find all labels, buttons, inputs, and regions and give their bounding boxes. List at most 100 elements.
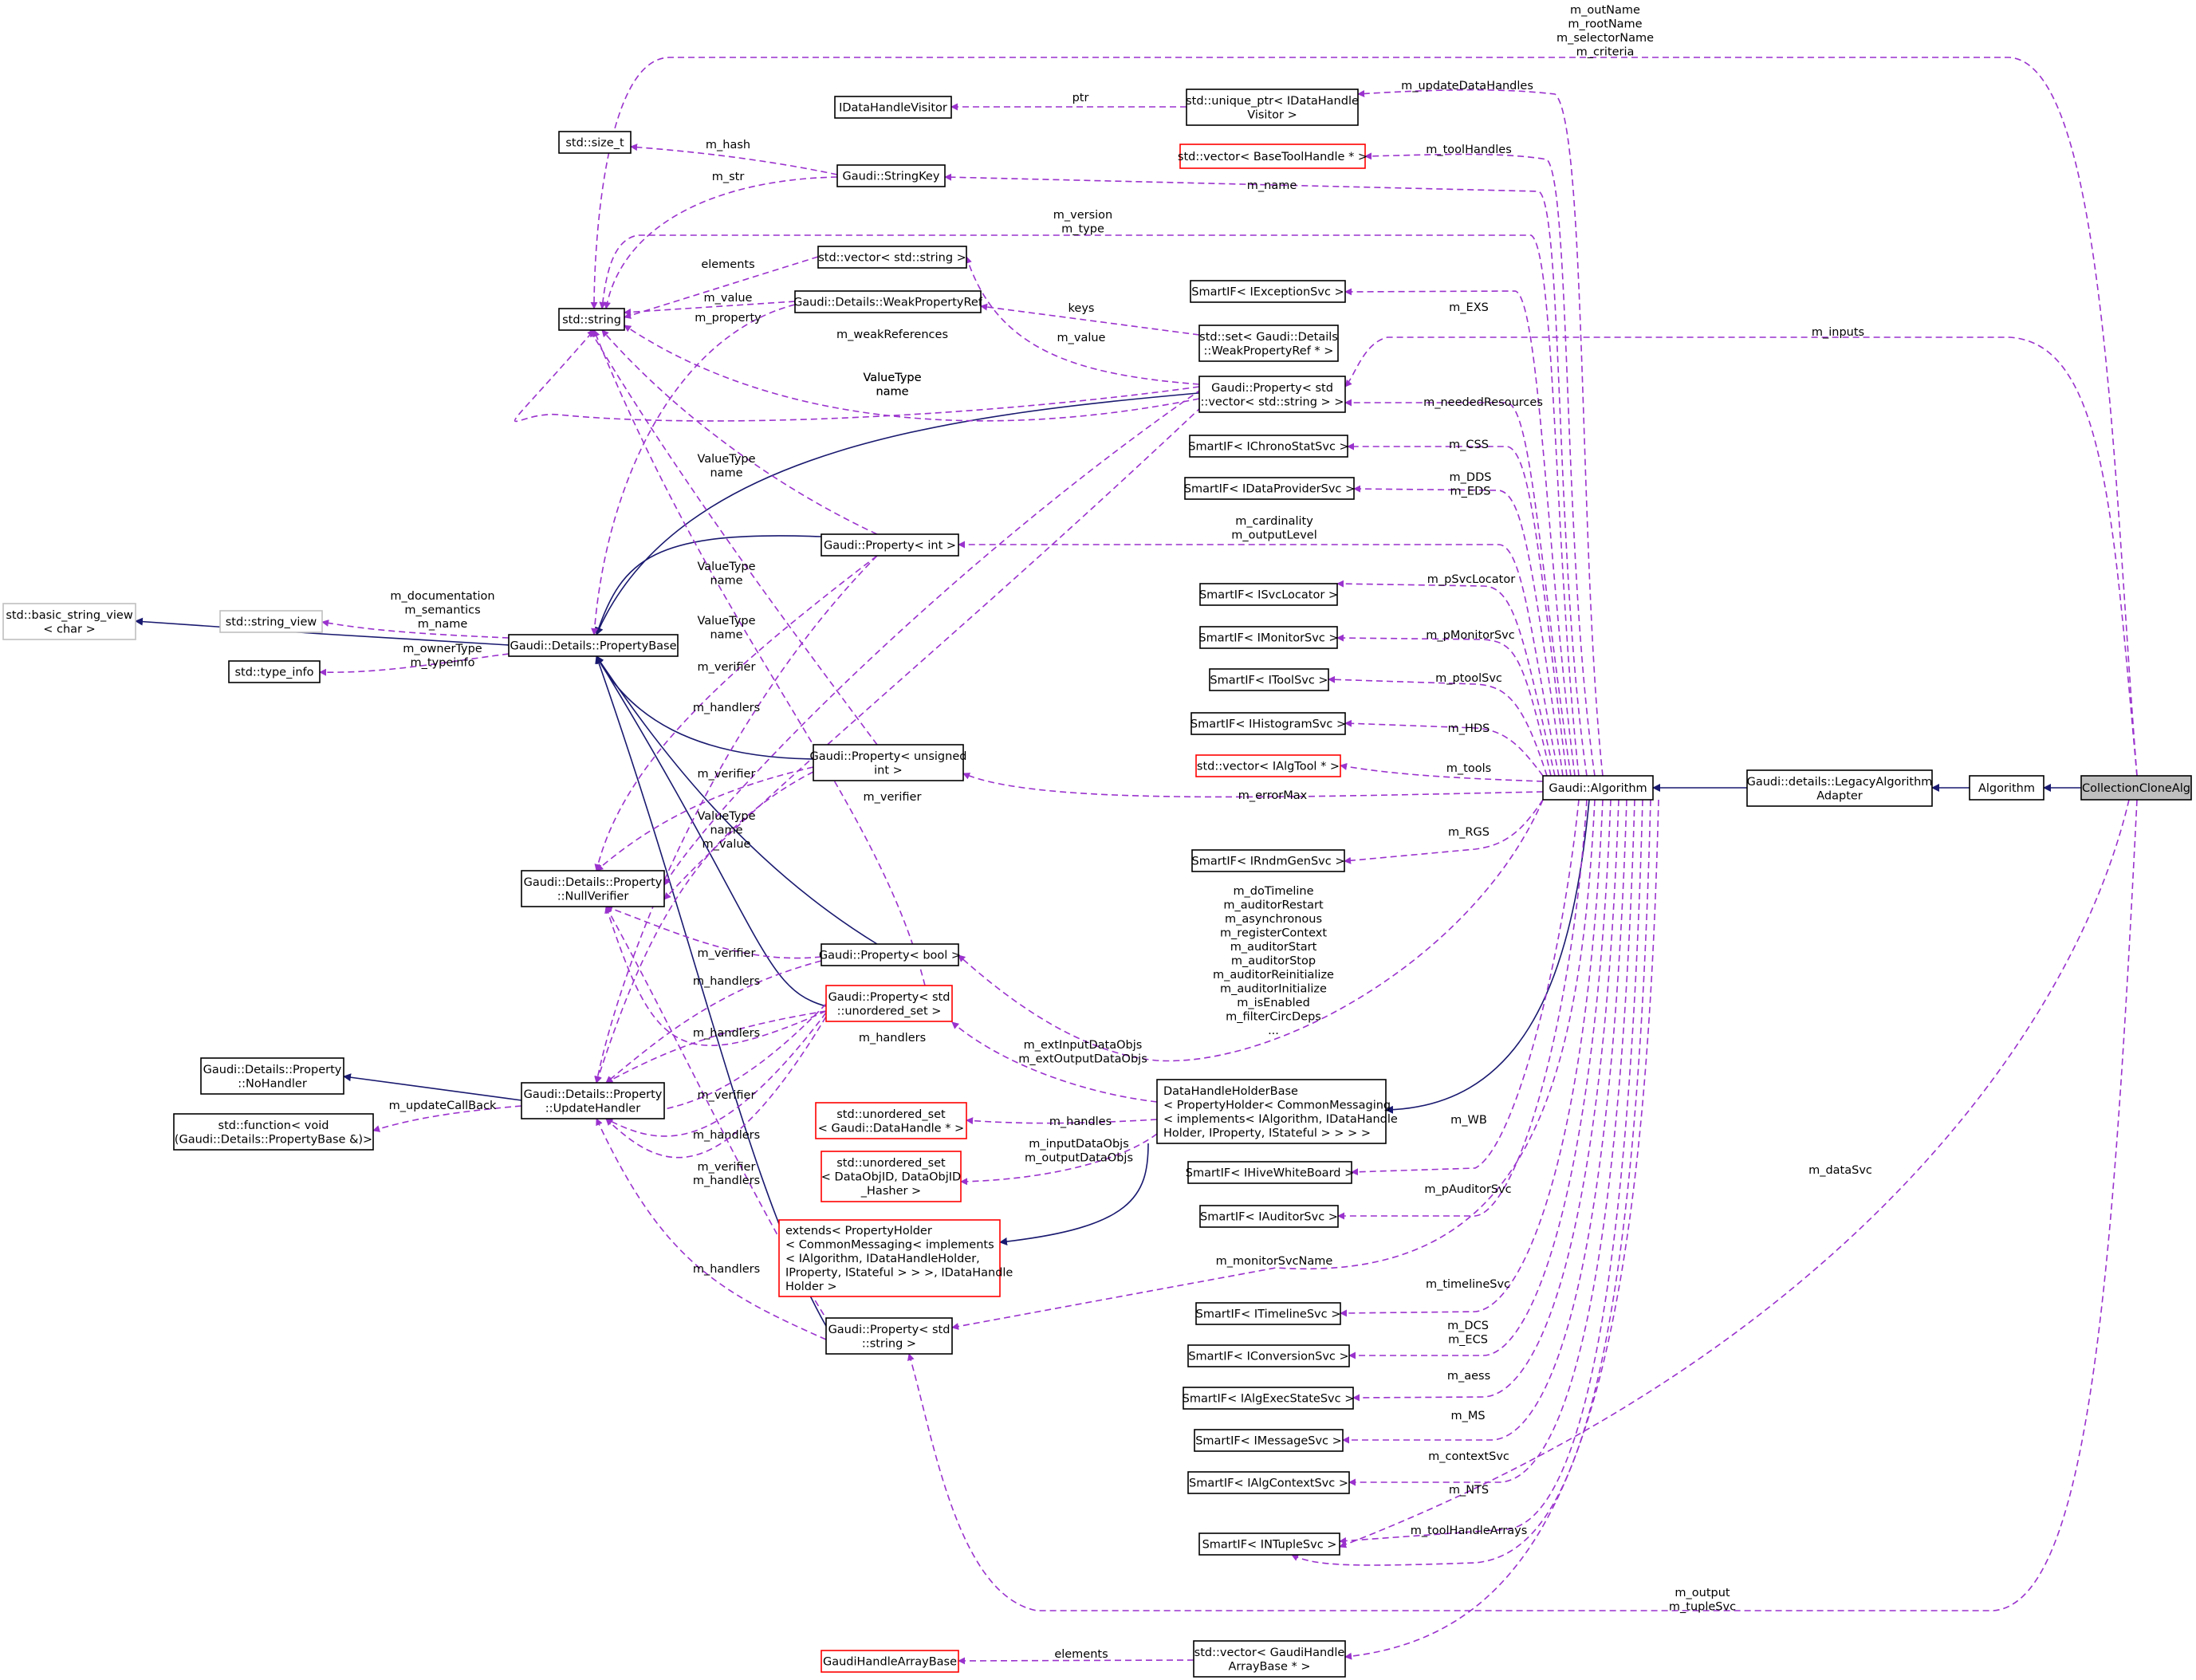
node-property-base[interactable]: Gaudi::Details::PropertyBase xyxy=(508,634,679,657)
node-label: CollectionCloneAlg xyxy=(2082,782,2190,795)
node-smart-ifsvc-locator[interactable]: SmartIF< ISvcLocator > xyxy=(1199,583,1338,606)
node-gaudi-algorithm[interactable]: Gaudi::Algorithm xyxy=(1542,775,1654,801)
edge-label-handles: m_handles xyxy=(1049,1115,1112,1128)
usage-edge xyxy=(1351,799,1580,1176)
node-algorithm[interactable]: Algorithm xyxy=(1969,775,2044,801)
node-property-vector-string[interactable]: Gaudi::Property< std::vector< std::strin… xyxy=(1198,376,1346,413)
node-label: std::string xyxy=(562,314,621,327)
node-no-handler[interactable]: Gaudi::Details::Property::NoHandler xyxy=(200,1057,344,1095)
node-data-handle-holder-base[interactable]: DataHandleHolderBase< PropertyHolder< Co… xyxy=(1156,1079,1398,1144)
node-smart-iftimeline-svc[interactable]: SmartIF< ITimelineSvc > xyxy=(1195,1302,1341,1325)
node-stdstring[interactable]: std::string xyxy=(558,308,625,331)
edge-label-line: m_filterCircDeps xyxy=(1226,1011,1321,1024)
edge-label-line: m_criteria xyxy=(1576,46,1635,59)
node-vector-ialg-tool[interactable]: std::vector< IAlgTool * > xyxy=(1195,754,1341,777)
edge-label-line: m_aess xyxy=(1447,1370,1490,1383)
node-label: Visitor > xyxy=(1247,108,1297,121)
edge-label-line: m_pSvcLocator xyxy=(1427,573,1515,586)
edge-label-line: m_verifier xyxy=(864,791,922,804)
node-smart-ifalg-context-svc[interactable]: SmartIF< IAlgContextSvc > xyxy=(1187,1471,1350,1494)
node-property-string[interactable]: Gaudi::Property< std::string > xyxy=(825,1317,953,1355)
node-box xyxy=(815,1102,967,1139)
edge-path xyxy=(1336,634,1552,777)
usage-edge xyxy=(958,799,1544,1062)
node-collection-clone-alg[interactable]: CollectionCloneAlg xyxy=(2080,775,2192,801)
node-box xyxy=(1187,1344,1350,1367)
edge-path xyxy=(630,144,838,175)
node-null-verifier[interactable]: Gaudi::Details::Property::NullVerifier xyxy=(521,870,665,907)
node-smart-ifauditor-svc[interactable]: SmartIF< IAuditorSvc > xyxy=(1199,1205,1339,1228)
edge-path xyxy=(907,799,2138,1611)
node-string_view[interactable]: std::string_view xyxy=(219,610,323,633)
node-label: Gaudi::Details::Property xyxy=(203,1064,342,1076)
node-vector-gaudi-handle-array-base[interactable]: std::vector< GaudiHandleArrayBase * > xyxy=(1193,1640,1346,1678)
edge-label-handlers7: m_handlers xyxy=(693,1263,760,1276)
node-idata-handle-visitor[interactable]: IDataHandleVisitor xyxy=(834,96,952,119)
node-label: SmartIF< IMonitorSvc > xyxy=(1198,632,1338,645)
edge-label-weak-references: m_weakReferences xyxy=(836,329,948,341)
node-box xyxy=(1209,668,1329,691)
node-smart-ifmonitor-svc[interactable]: SmartIF< IMonitorSvc > xyxy=(1198,626,1339,649)
node-vector-base-tool-handle[interactable]: std::vector< BaseToolHandle * > xyxy=(1178,144,1368,169)
node-smart-ifrndm-gen-svc[interactable]: SmartIF< IRndmGenSvc > xyxy=(1191,849,1345,872)
edge-label-wb: m_WB xyxy=(1450,1114,1487,1127)
node-smart-iftool-svc[interactable]: SmartIF< IToolSvc > xyxy=(1209,668,1329,691)
usage-edge xyxy=(1342,799,1627,1444)
node-smart-ifalg-exec-state-svc[interactable]: SmartIF< IAlgExecStateSvc > xyxy=(1183,1387,1355,1410)
usage-edge xyxy=(1291,799,1651,1566)
node-box xyxy=(834,96,952,119)
node-update-handler[interactable]: Gaudi::Details::Property::UpdateHandler xyxy=(521,1082,665,1119)
node-set-weak-property-ref[interactable]: std::set< Gaudi::Details::WeakPropertyRe… xyxy=(1198,325,1339,362)
node-stdfunction[interactable]: std::function< void(Gaudi::Details::Prop… xyxy=(173,1113,374,1151)
node-property-bool[interactable]: Gaudi::Property< bool > xyxy=(819,943,961,966)
edge-label-line: m_contextSvc xyxy=(1428,1450,1509,1463)
edge-label-line: m_outputDataObjs xyxy=(1025,1152,1133,1165)
node-gaudi-handle-array-base[interactable]: GaudiHandleArrayBase xyxy=(821,1650,959,1673)
usage-edge xyxy=(599,234,1580,777)
node-box xyxy=(817,246,967,269)
node-unordered-set-data-obj-id[interactable]: std::unordered_set< DataObjID, DataObjID… xyxy=(821,1151,962,1202)
node-property-unordered-set[interactable]: Gaudi::Property< std::unordered_set > xyxy=(825,985,953,1022)
node-label: ::unordered_set > xyxy=(837,1005,942,1017)
node-type_info[interactable]: std::type_info xyxy=(228,660,321,683)
node-smart-ifconversion-svc[interactable]: SmartIF< IConversionSvc > xyxy=(1187,1344,1350,1367)
edge-label-line: m_updateDataHandles xyxy=(1401,80,1533,92)
node-label: Holder > xyxy=(785,1281,837,1293)
node-property-int[interactable]: Gaudi::Property< int > xyxy=(821,533,959,557)
inheritance-edge xyxy=(343,1073,522,1101)
usage-edge xyxy=(596,766,814,871)
node-weak-property-ref[interactable]: Gaudi::Details::WeakPropertyRef xyxy=(793,290,983,313)
edge-label-property: m_property xyxy=(695,312,762,325)
edge-label-line: m_handlers xyxy=(693,1263,760,1276)
edge-label-line: ValueType xyxy=(697,453,755,466)
node-uniqueptr-visitor[interactable]: std::unique_ptr< IDataHandleVisitor > xyxy=(1186,89,1359,126)
node-smart-ifntuple-svc[interactable]: SmartIF< INTupleSvc > xyxy=(1198,1532,1340,1556)
edge-path xyxy=(1340,762,1544,782)
node-smart-ifmessage-svc[interactable]: SmartIF< IMessageSvc > xyxy=(1194,1429,1344,1452)
node-label: ::NoHandler xyxy=(238,1077,307,1090)
node-string-key[interactable]: Gaudi::StringKey xyxy=(836,164,946,187)
node-smart-ifchrono-stat-svc[interactable]: SmartIF< IChronoStatSvc > xyxy=(1188,435,1349,458)
node-size_t[interactable]: std::size_t xyxy=(558,131,632,154)
node-smart-ifdata-provider-svc[interactable]: SmartIF< IDataProviderSvc > xyxy=(1184,477,1355,500)
node-smart-ifexception-svc[interactable]: SmartIF< IExceptionSvc > xyxy=(1190,280,1346,303)
node-label: ArrayBase * > xyxy=(1229,1660,1311,1673)
edge-path xyxy=(1348,799,1612,1359)
node-box xyxy=(778,1219,1001,1297)
usage-edge xyxy=(1353,485,1564,777)
node-unordered-set-data-handle[interactable]: std::unordered_set< Gaudi::DataHandle * … xyxy=(815,1102,967,1139)
node-basic_string_view[interactable]: std::basic_string_view< char > xyxy=(2,603,136,640)
inheritance-edge xyxy=(999,1143,1149,1245)
node-smart-ifhive-white-board[interactable]: SmartIF< IHiveWhiteBoard > xyxy=(1186,1161,1354,1184)
edge-path xyxy=(592,329,926,986)
edge-path xyxy=(1353,485,1564,777)
node-extends-property-holder[interactable]: extends< PropertyHolder< CommonMessaging… xyxy=(778,1219,1013,1297)
node-smart-ifhistogram-svc[interactable]: SmartIF< IHistogramSvc > xyxy=(1190,712,1346,735)
usage-edge xyxy=(1344,719,1544,777)
edge-label-update-call-back: m_updateCallBack xyxy=(389,1100,497,1112)
usage-edge xyxy=(590,57,2138,777)
node-vector-string[interactable]: std::vector< std::string > xyxy=(817,246,967,269)
node-label: SmartIF< IRndmGenSvc > xyxy=(1192,856,1345,868)
